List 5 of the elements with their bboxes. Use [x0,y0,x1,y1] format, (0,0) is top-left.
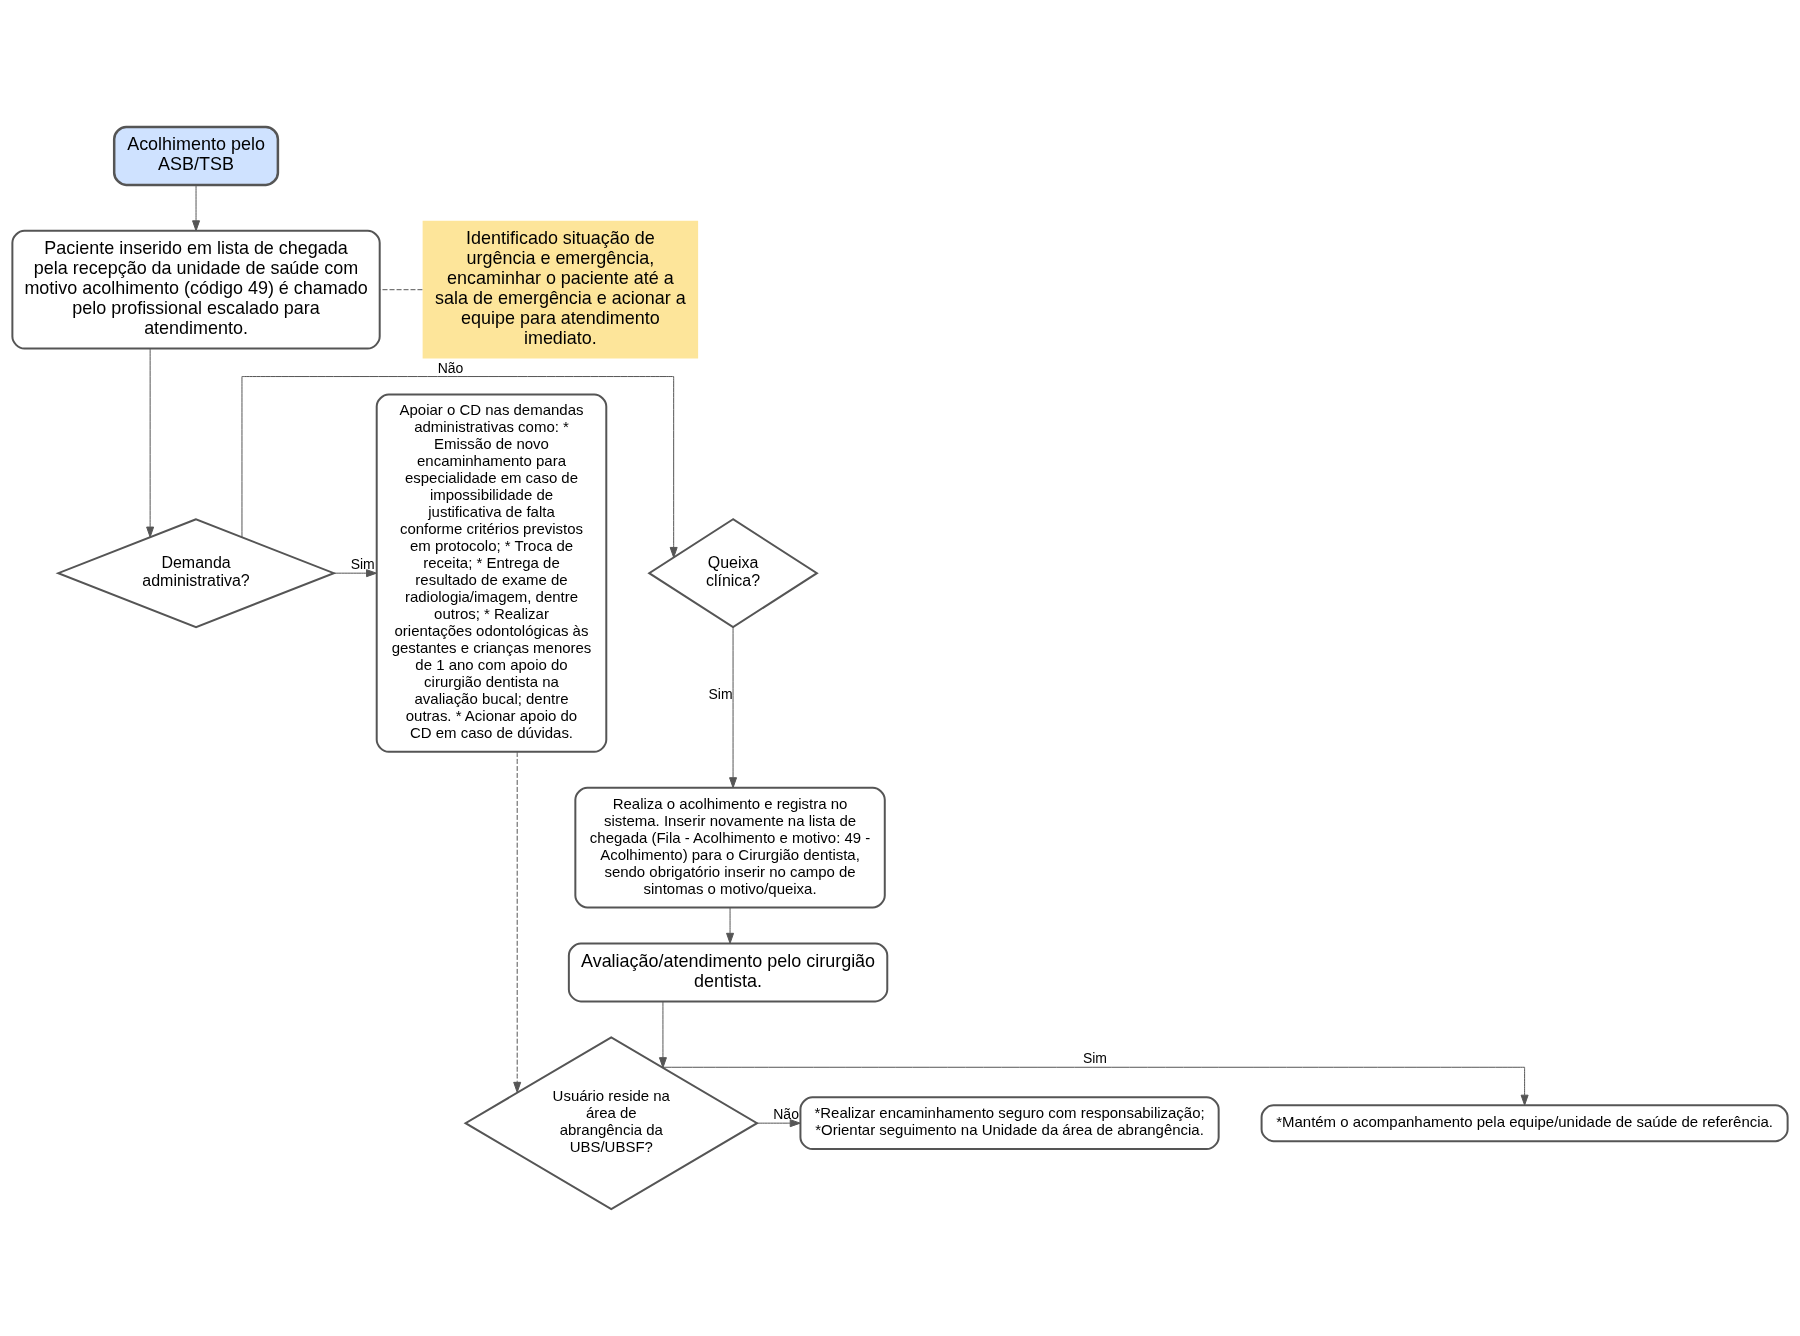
edge-label: Não [437,359,464,376]
edge-label: Não [773,1106,799,1123]
edge-label: Sim [708,685,733,702]
edge-label: Sim [1082,1050,1107,1067]
edge-label: Sim [350,556,375,573]
